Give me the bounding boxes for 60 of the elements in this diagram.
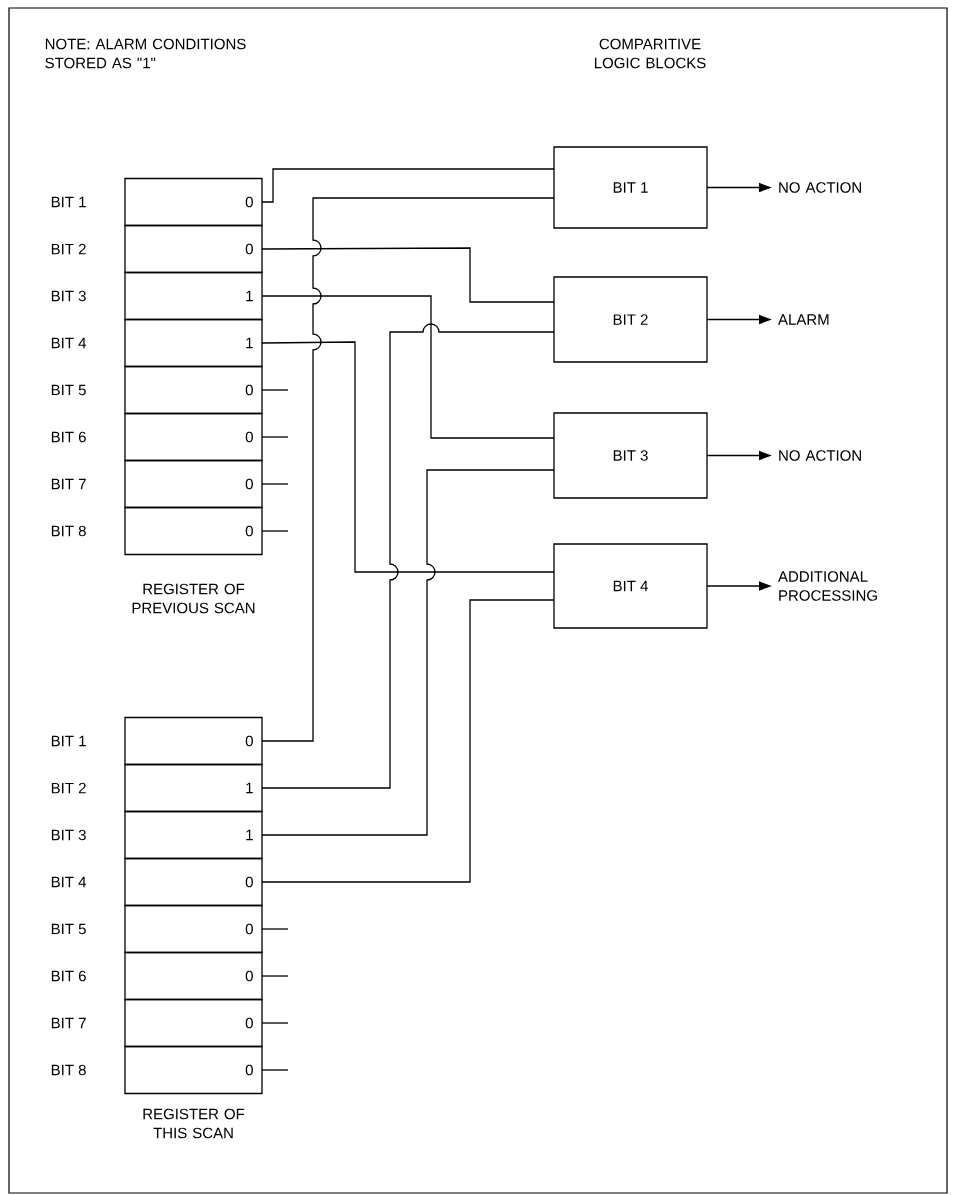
- logic-block: BIT 4: [553, 543, 708, 629]
- register-cell: 1: [124, 318, 263, 368]
- wire: [261, 599, 555, 883]
- wire-stub: [261, 530, 289, 532]
- register-cell: 1: [124, 763, 263, 813]
- wire-stub: [261, 1022, 289, 1024]
- wire-stub: [261, 483, 289, 485]
- wire-stub: [261, 975, 289, 977]
- output-text: ALARM: [778, 314, 829, 325]
- register-cell: 1: [124, 810, 263, 860]
- logic-block: BIT 2: [553, 276, 708, 363]
- bit-label: BIT 6: [51, 431, 86, 443]
- bit-label: BIT 7: [51, 478, 86, 490]
- register-cell: 0: [124, 857, 263, 907]
- bit-label: BIT 4: [51, 337, 87, 349]
- register-cell: 0: [124, 412, 263, 462]
- wire: [261, 247, 555, 303]
- register-cell: 0: [124, 951, 263, 1001]
- wire: [261, 197, 555, 742]
- register-cell: 0: [124, 998, 263, 1048]
- register-cell: 0: [124, 1045, 263, 1095]
- logic-block: BIT 3: [553, 412, 708, 499]
- wire: [261, 341, 555, 573]
- output-text: ADDITIONAL PROCESSING: [778, 571, 877, 601]
- note-text: NOTE: ALARM CONDITIONS STORED AS "1": [45, 38, 246, 69]
- wire-stub: [261, 928, 289, 930]
- bit-label: BIT 4: [51, 876, 87, 888]
- bit-label: BIT 6: [51, 970, 86, 982]
- bit-label: BIT 5: [51, 923, 86, 935]
- wire: [261, 168, 555, 203]
- register-cell: 0: [124, 459, 263, 509]
- bit-label: BIT 2: [51, 243, 86, 255]
- wire-stub: [261, 436, 289, 438]
- wire: [261, 469, 555, 836]
- register-caption: REGISTER OF PREVIOUS SCAN: [132, 583, 255, 614]
- output-text: NO ACTION: [779, 450, 861, 461]
- register-cell: 0: [124, 365, 263, 415]
- bit-label: BIT 1: [51, 735, 86, 747]
- register-cell: 0: [124, 224, 263, 274]
- bit-label: BIT 3: [51, 290, 86, 302]
- register-caption: REGISTER OF THIS SCAN: [143, 1108, 245, 1139]
- bit-label: BIT 7: [51, 1017, 86, 1029]
- logic-block: BIT 1: [553, 146, 708, 229]
- bit-label: BIT 3: [51, 829, 86, 841]
- wire: [261, 323, 555, 789]
- register-cell: 0: [124, 904, 263, 954]
- wire-stub: [261, 1069, 289, 1071]
- output-text: NO ACTION: [779, 182, 861, 193]
- register-cell: 0: [124, 177, 263, 227]
- bit-label: BIT 8: [51, 1064, 86, 1076]
- bit-label: BIT 1: [51, 196, 86, 208]
- wire-stub: [261, 389, 289, 391]
- wire: [261, 295, 555, 439]
- section-heading: COMPARITIVE LOGIC BLOCKS: [594, 38, 706, 69]
- register-cell: 0: [124, 506, 263, 556]
- bit-label: BIT 2: [51, 782, 86, 794]
- register-cell: 1: [124, 271, 263, 321]
- bit-label: BIT 8: [51, 525, 86, 537]
- bit-label: BIT 5: [51, 384, 86, 396]
- register-cell: 0: [124, 716, 263, 766]
